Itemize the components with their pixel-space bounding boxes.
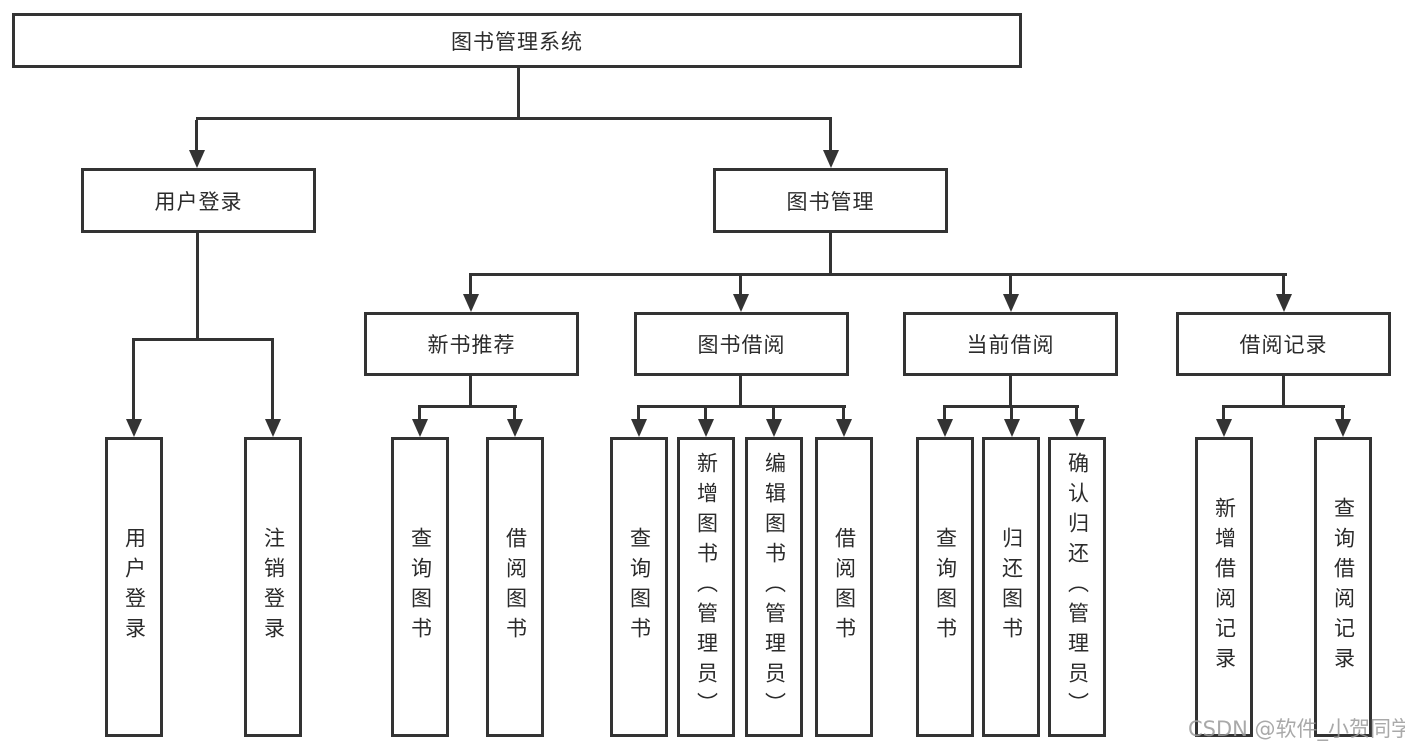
leaf-borrow-query-books: 查询图书 (610, 437, 668, 737)
connector-root-trunk (517, 68, 520, 117)
arrow-down-icon (189, 150, 205, 168)
connector-stem (842, 408, 845, 419)
leaf-label: 注销登录 (261, 527, 286, 647)
leaf-label: 确认归还（管理员） (1065, 452, 1090, 722)
connector-stem-book-management (829, 120, 832, 150)
connector-stem (1282, 376, 1285, 405)
arrow-down-icon (265, 419, 281, 437)
connector-stem (637, 408, 640, 419)
connector-stem (1009, 376, 1012, 405)
leaf-label: 新增图书（管理员） (694, 452, 719, 722)
connector-stem (418, 408, 421, 419)
node-label: 新书推荐 (427, 333, 516, 357)
connector-stem (1075, 408, 1078, 419)
connector-children-hline (1222, 405, 1345, 408)
watermark: CSDN @软件_小贺同学 (1188, 717, 1405, 741)
leaf-query-borrow-record: 查询借阅记录 (1314, 437, 1372, 737)
node-borrowing-records: 借阅记录 (1176, 312, 1391, 376)
connector-stem-current-borrow (1009, 276, 1012, 294)
connector-stem (704, 408, 707, 419)
node-label: 借阅记录 (1239, 333, 1328, 357)
arrow-down-icon (823, 150, 839, 168)
connector-level3-hline (469, 273, 1287, 276)
node-label: 图书借阅 (697, 333, 786, 357)
leaf-newbook-borrow-books: 借阅图书 (486, 437, 544, 737)
connector-level2-hline (196, 117, 832, 120)
connector-stem (772, 408, 775, 419)
arrow-down-icon (631, 419, 647, 437)
connector-stem (1222, 408, 1225, 419)
arrow-down-icon (1335, 419, 1351, 437)
leaf-add-books-admin: 新增图书（管理员） (677, 437, 735, 737)
node-label: 用户登录 (154, 189, 243, 214)
connector-stem (1010, 408, 1013, 419)
node-label: 当前借阅 (966, 333, 1055, 357)
arrow-down-icon (698, 419, 714, 437)
node-current-borrowing: 当前借阅 (903, 312, 1118, 376)
arrow-down-icon (507, 419, 523, 437)
leaf-label: 查询借阅记录 (1331, 497, 1356, 677)
arrow-down-icon (126, 419, 142, 437)
leaf-label: 查询图书 (408, 527, 433, 647)
leaf-return-books: 归还图书 (982, 437, 1040, 737)
connector-stem (469, 376, 472, 405)
leaf-edit-books-admin: 编辑图书（管理员） (745, 437, 803, 737)
connector-children-hline (637, 405, 846, 408)
connector-stem-new-book (469, 276, 472, 294)
leaf-label: 查询图书 (627, 527, 652, 647)
connector-stem-leaf-logout (271, 341, 274, 419)
connector-stem (943, 408, 946, 419)
connector-user-children-hline (132, 338, 274, 341)
node-library-management-system: 图书管理系统 (12, 13, 1022, 68)
connector-stem-user-branch (196, 233, 199, 338)
arrow-down-icon (1276, 294, 1292, 312)
leaf-label: 借阅图书 (503, 527, 528, 647)
connector-stem (1341, 408, 1344, 419)
connector-stem (739, 376, 742, 405)
leaf-label: 归还图书 (999, 527, 1024, 647)
leaf-logout: 注销登录 (244, 437, 302, 737)
arrow-down-icon (766, 419, 782, 437)
connector-stem-user-login (195, 120, 198, 150)
connector-stem (513, 408, 516, 419)
leaf-confirm-return-admin: 确认归还（管理员） (1048, 437, 1106, 737)
arrow-down-icon (733, 294, 749, 312)
node-new-book-recommendation: 新书推荐 (364, 312, 579, 376)
leaf-label: 借阅图书 (832, 527, 857, 647)
arrow-down-icon (412, 419, 428, 437)
arrow-down-icon (1003, 294, 1019, 312)
leaf-label: 新增借阅记录 (1212, 497, 1237, 677)
connector-children-hline (418, 405, 517, 408)
node-label: 图书管理系统 (451, 29, 583, 54)
arrow-down-icon (463, 294, 479, 312)
node-user-login: 用户登录 (81, 168, 316, 233)
leaf-user-login: 用户登录 (105, 437, 163, 737)
connector-stem-book-borrow (739, 276, 742, 294)
leaf-label: 用户登录 (122, 527, 147, 647)
arrow-down-icon (1069, 419, 1085, 437)
connector-children-hline (943, 405, 1079, 408)
node-book-management: 图书管理 (713, 168, 948, 233)
arrow-down-icon (1216, 419, 1232, 437)
connector-stem-leaf-login (132, 341, 135, 419)
leaf-current-query-books: 查询图书 (916, 437, 974, 737)
connector-stem-mgmt-branch (829, 233, 832, 273)
leaf-label: 查询图书 (933, 527, 958, 647)
node-book-borrowing: 图书借阅 (634, 312, 849, 376)
leaf-add-borrow-record: 新增借阅记录 (1195, 437, 1253, 737)
connector-stem-borrow-records (1282, 276, 1285, 294)
node-label: 图书管理 (786, 189, 875, 214)
leaf-newbook-query-books: 查询图书 (391, 437, 449, 737)
arrow-down-icon (937, 419, 953, 437)
leaf-borrow-books: 借阅图书 (815, 437, 873, 737)
arrow-down-icon (1004, 419, 1020, 437)
leaf-label: 编辑图书（管理员） (762, 452, 787, 722)
arrow-down-icon (836, 419, 852, 437)
